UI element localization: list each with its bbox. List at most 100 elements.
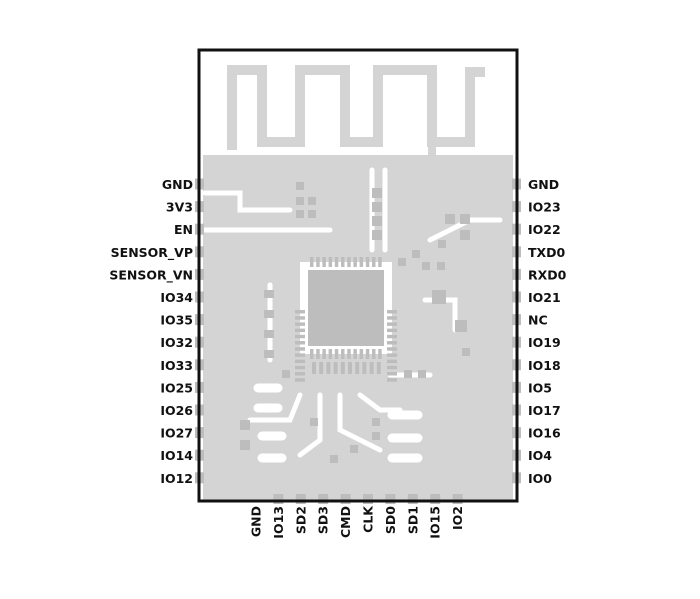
small-pad: [264, 330, 274, 338]
right-pin-label: NC: [528, 313, 548, 328]
right-pin-label: TXD0: [528, 245, 566, 260]
chip-pin: [295, 365, 305, 370]
small-pad: [308, 197, 316, 205]
small-pad: [372, 432, 380, 440]
small-pad: [264, 310, 274, 318]
left-pin-label: EN: [174, 222, 193, 237]
right-pin-label: IO19: [528, 335, 561, 350]
chip-pin: [387, 316, 397, 320]
left-pin-label: IO26: [160, 403, 193, 418]
chip-pin: [295, 353, 305, 357]
small-pads: [240, 182, 470, 463]
bottom-pin-label: SD3: [316, 506, 331, 534]
bottom-edge-pad: [363, 494, 373, 504]
chip-pin: [295, 359, 305, 364]
chip-pin: [359, 257, 364, 267]
chip-pin: [295, 322, 305, 326]
chip-pin: [355, 362, 360, 374]
right-pin-label: IO17: [528, 403, 561, 418]
left-pin-label: 3V3: [166, 200, 193, 215]
small-pad: [372, 230, 382, 240]
small-pad: [296, 182, 304, 190]
bottom-edge-pad: [295, 494, 306, 504]
chip-pin: [322, 257, 326, 267]
left-pin-label: IO12: [160, 471, 193, 486]
right-pin-label: GND: [528, 177, 559, 192]
small-pad: [372, 418, 380, 426]
right-pin-label: RXD0: [528, 267, 567, 282]
small-pad: [296, 197, 304, 205]
bottom-edge-pad: [407, 494, 418, 504]
chip-pin: [369, 362, 374, 374]
chip-pin: [347, 257, 351, 267]
chip-pin: [387, 365, 397, 370]
chip-pin: [328, 349, 333, 359]
left-pin-label: IO32: [160, 335, 193, 350]
right-pin-label: IO18: [528, 358, 561, 373]
chip-pin: [326, 362, 331, 374]
small-pad: [412, 250, 420, 258]
small-pad: [308, 210, 316, 218]
chip-body: [308, 270, 384, 346]
chip-pin: [387, 347, 397, 351]
small-pad: [296, 210, 304, 218]
small-pad: [350, 445, 358, 453]
left-pin-label: IO35: [160, 313, 193, 328]
chip-pin: [295, 310, 305, 314]
chip-pads: [295, 257, 397, 382]
antenna-feed: [372, 140, 436, 195]
small-pad: [455, 320, 467, 332]
chip-pin: [340, 362, 345, 374]
right-pin-label: IO21: [528, 290, 561, 305]
small-pad: [330, 455, 338, 463]
chip-pin: [295, 347, 305, 351]
oval-reliefs: [253, 383, 423, 463]
chip-pin: [387, 353, 397, 357]
bottom-pin-label: IO15: [428, 506, 443, 539]
chip-pin: [295, 372, 305, 376]
chip-pin: [334, 349, 339, 359]
chip-pin: [365, 349, 370, 359]
bottom-pin-label: CMD: [338, 506, 353, 538]
bottom-edge-pad: [385, 494, 396, 504]
chip-pin: [387, 372, 397, 376]
chip-pin: [319, 362, 324, 374]
bottom-pin-label: SD0: [383, 506, 398, 534]
chip-pin: [312, 362, 316, 374]
chip-pin: [295, 316, 305, 320]
chip-pin: [372, 349, 376, 359]
chip-pin: [359, 349, 364, 359]
chip-pin: [310, 349, 314, 359]
small-pad: [404, 370, 412, 378]
right-pin-label: IO5: [528, 380, 552, 395]
chip-pin: [295, 334, 305, 339]
small-pad: [372, 188, 382, 198]
chip-pin: [362, 362, 367, 374]
small-pad: [432, 290, 446, 304]
left-pin-label: IO27: [160, 426, 193, 441]
bottom-pin-label: IO2: [450, 506, 465, 530]
small-pad: [282, 370, 290, 378]
bottom-pin-label: SD2: [293, 506, 308, 534]
left-pin-label: SENSOR_VP: [111, 245, 193, 261]
small-pad: [240, 420, 250, 430]
right-pin-label: IO16: [528, 426, 561, 441]
chip-pin: [353, 257, 357, 267]
chip-pin: [353, 349, 357, 359]
chip-pin: [378, 257, 382, 267]
small-pad: [462, 348, 470, 356]
bottom-edge-pad: [452, 494, 463, 504]
chip-pin: [295, 328, 305, 333]
left-pin-label: GND: [162, 177, 193, 192]
right-pin-label: IO22: [528, 222, 561, 237]
left-pin-label: IO14: [160, 448, 193, 463]
chip-pin: [387, 341, 397, 345]
small-pad: [264, 290, 274, 298]
small-pad: [445, 214, 455, 224]
chip-pin: [333, 362, 338, 374]
small-pad: [398, 258, 406, 266]
left-pin-label: IO33: [160, 358, 193, 373]
chip-pin: [316, 349, 320, 359]
left-pin-label: IO34: [160, 290, 193, 305]
